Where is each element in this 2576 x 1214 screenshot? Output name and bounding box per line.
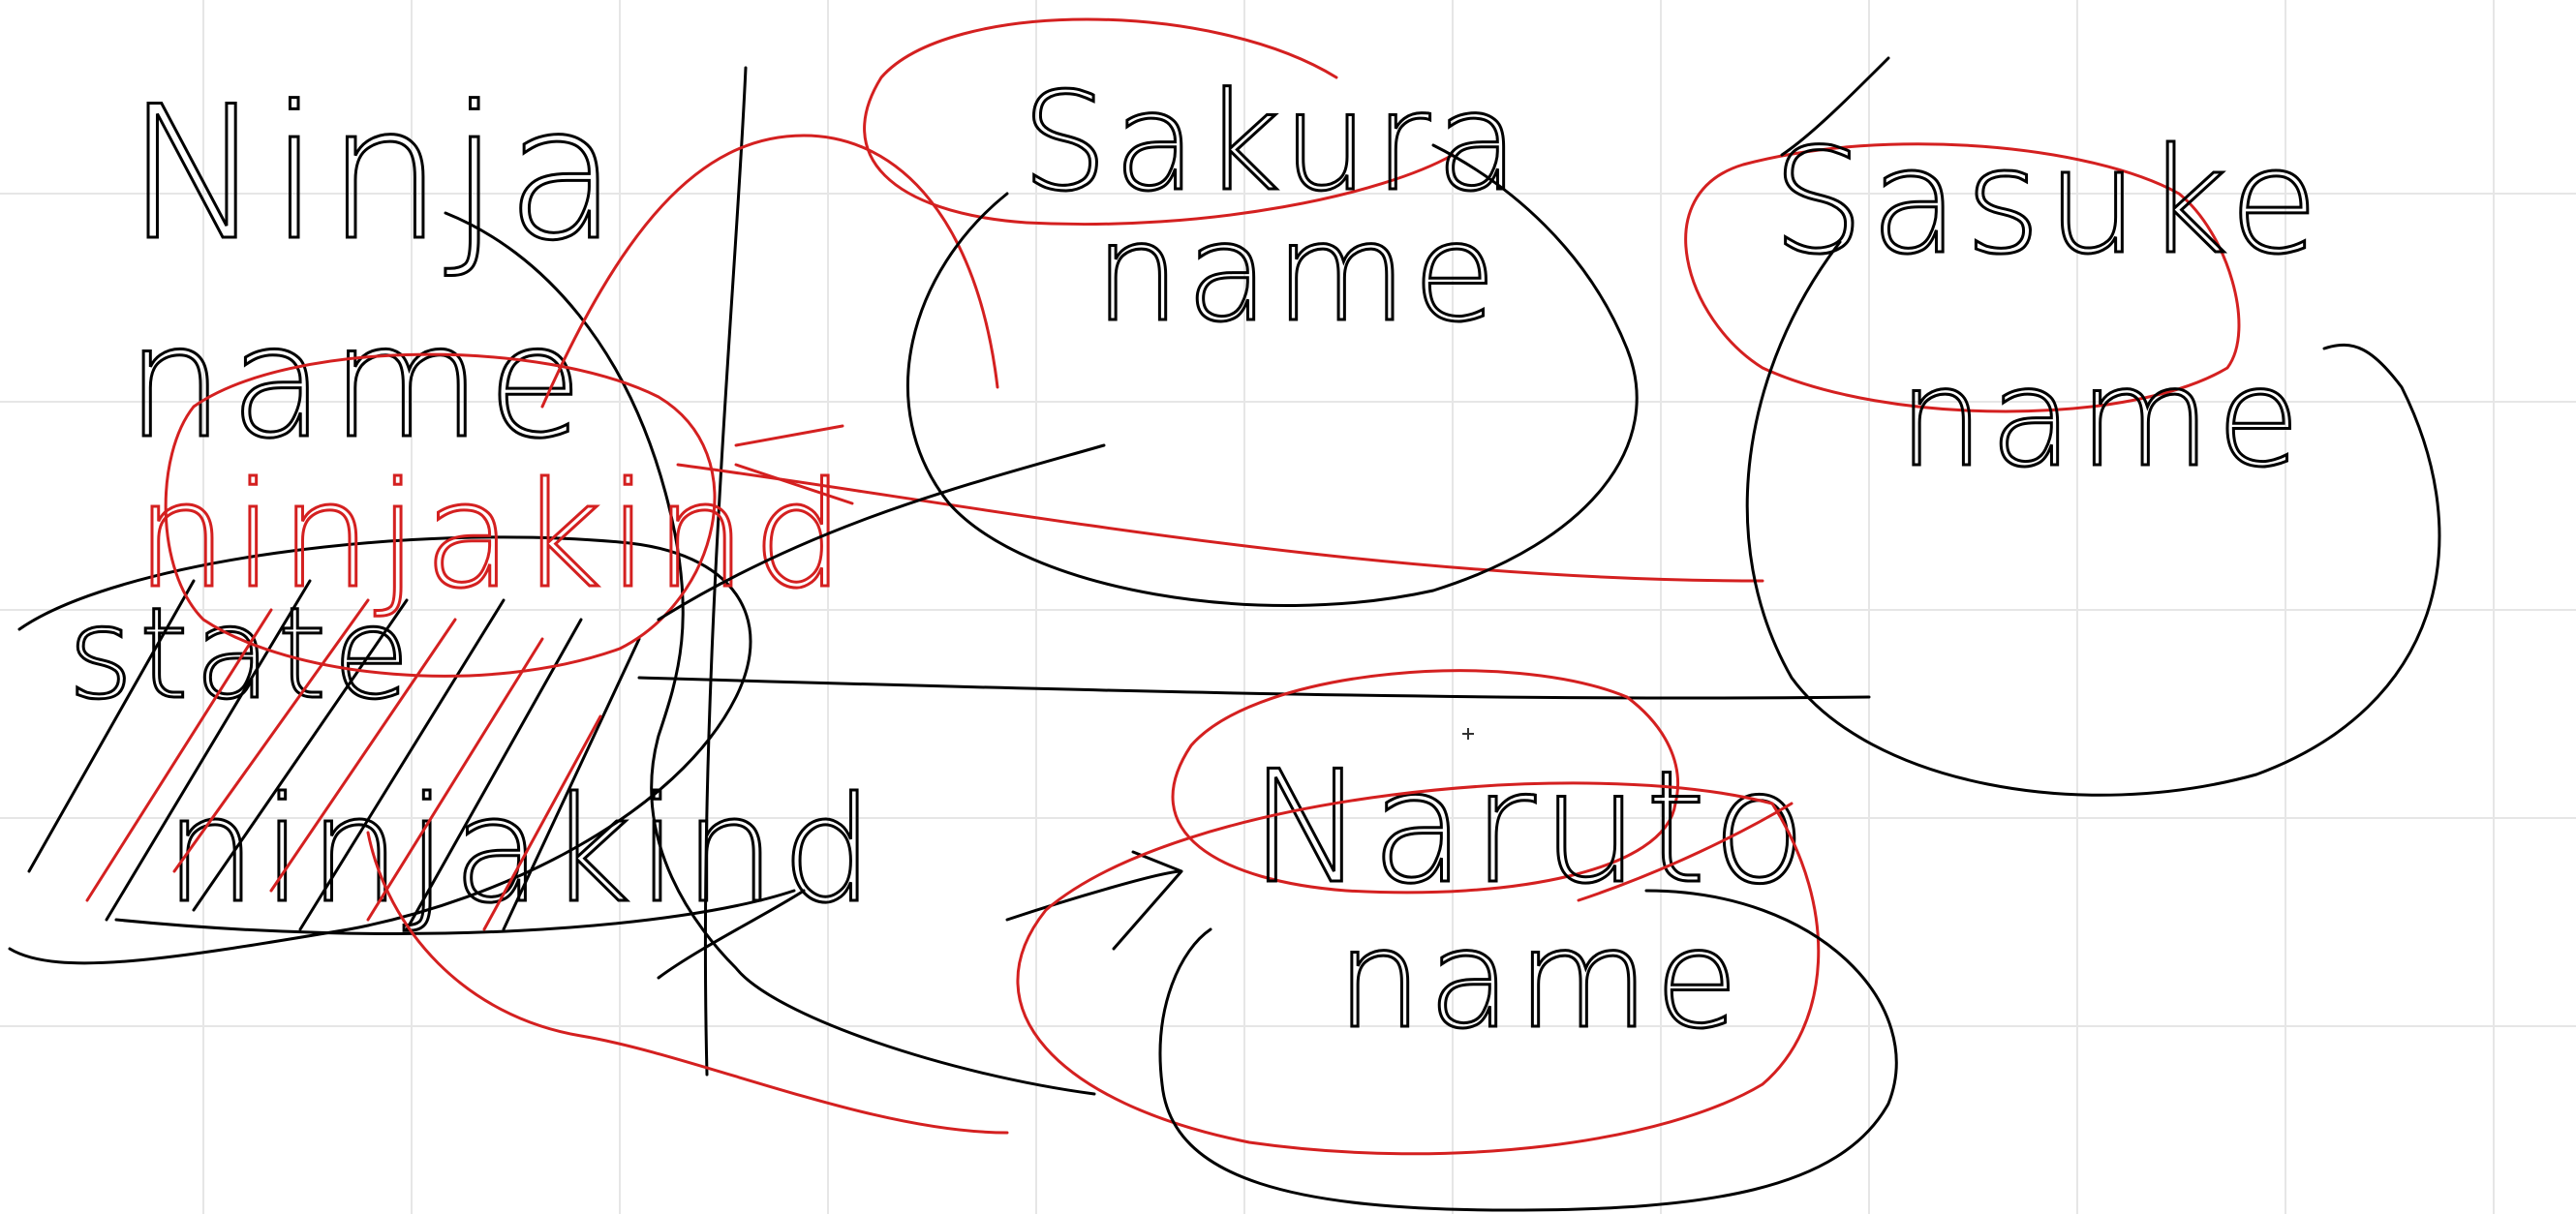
naruto-name-field: name [1336, 901, 1744, 1059]
naruto-object: Naruto name [1016, 669, 1898, 1212]
strike-hatch [27, 579, 641, 931]
divider-line [703, 66, 748, 1077]
tail-stroke [657, 889, 806, 980]
sakura-blob [905, 143, 1639, 607]
connector-to-naruto [1005, 850, 1183, 951]
connector-to-sakura [657, 443, 1106, 622]
sasuke-object: Sasuke name [1684, 56, 2441, 797]
ninjakind-crossed-field: ninjakind [165, 767, 879, 935]
ninjakind-field: ninjakind [136, 452, 850, 621]
ninjakind-hatch [85, 598, 602, 931]
red-loop [366, 831, 1009, 1135]
sasuke-stroke [1780, 56, 1890, 157]
ninja-class-group: Ninja name state ninjakind [8, 66, 1096, 1096]
inner-ellipse [114, 889, 796, 935]
ninja-title: Ninja [126, 67, 625, 281]
connector-to-sasuke [637, 676, 1871, 700]
naruto-outer-red [1016, 781, 1821, 1156]
sakura-link-arc [540, 134, 999, 409]
red-arrowhead [734, 424, 854, 505]
sakura-name-field: name [1094, 195, 1502, 352]
ninja-outline [444, 211, 1096, 1096]
sasuke-ellipse [1684, 142, 2241, 413]
naruto-blob [1158, 889, 1898, 1212]
naruto-ellipse [1171, 669, 1680, 895]
ninjakind-ellipse [164, 352, 717, 678]
sasuke-title: Sasuke [1772, 118, 2324, 287]
red-arrow [676, 463, 1764, 583]
ninjakind-red-group: ninjakind [85, 134, 1764, 1135]
sakura-title: Sakura [1022, 64, 1525, 222]
state-ellipse [8, 535, 752, 965]
sasuke-blob [1745, 240, 2441, 797]
naruto-red-tail [1577, 802, 1794, 902]
sakura-ellipse [863, 17, 1455, 227]
ninja-name-field: name [126, 291, 589, 472]
naruto-title: Naruto [1249, 737, 1813, 918]
sasuke-name-field: name [1898, 340, 2306, 498]
crosshair-cursor-icon [1462, 728, 1474, 740]
sakura-object: Sakura name [863, 17, 1639, 607]
